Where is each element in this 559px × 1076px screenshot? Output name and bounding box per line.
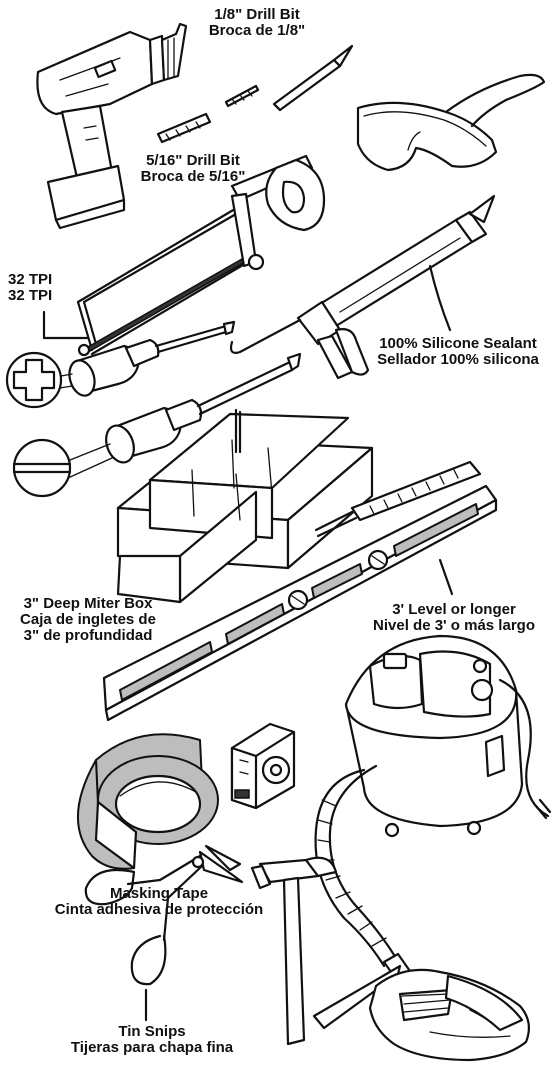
level-label-es: Nivel de 3' o más largo bbox=[373, 617, 535, 634]
miter-box-label-es-2: 3" de profundidad bbox=[23, 627, 153, 644]
miter-box-label-es-1: Caja de ingletes de bbox=[20, 611, 156, 628]
hacksaw-icon bbox=[76, 154, 326, 357]
level-icon bbox=[102, 484, 498, 722]
masking-tape-label-en: Masking Tape bbox=[109, 885, 209, 902]
masking-tape-label-es: Cinta adhesiva de protección bbox=[54, 901, 264, 918]
hacksaw-label: 32 TPI 32 TPI bbox=[8, 272, 78, 304]
pencil-icon bbox=[272, 44, 354, 112]
tape-measure-icon bbox=[230, 722, 296, 810]
drill-bit-small-icon bbox=[224, 84, 260, 108]
drill-bit-large-label-en: 5/16" Drill Bit bbox=[146, 152, 240, 169]
miter-box-label: 3" Deep Miter Box Caja de ingletes de 3"… bbox=[2, 596, 174, 644]
tin-snips-icon bbox=[84, 844, 244, 986]
phillips-screwdriver-icon bbox=[68, 320, 236, 397]
sealant-leader-line bbox=[428, 264, 452, 332]
tin-snips-label: Tin Snips Tijeras para chapa fina bbox=[62, 1024, 242, 1056]
sealant-label-es: Sellador 100% silicona bbox=[377, 351, 539, 368]
file-icon bbox=[314, 460, 482, 538]
safety-glasses-icon bbox=[356, 73, 546, 172]
masking-tape-label: Masking Tape Cinta adhesiva de protecció… bbox=[54, 886, 264, 918]
caulking-gun-icon bbox=[229, 194, 496, 380]
drill-bit-large-icon bbox=[156, 112, 212, 144]
drill-bit-large-label-es: Broca de 5/16" bbox=[140, 168, 246, 185]
drill-bit-small-label: 1/8" Drill Bit Broca de 1/8" bbox=[192, 7, 322, 39]
hacksaw-label-en: 32 TPI bbox=[8, 271, 53, 288]
cordless-drill-icon bbox=[36, 22, 188, 230]
level-label: 3' Level or longer Nivel de 3' o más lar… bbox=[356, 602, 552, 634]
miter-box-label-en: 3" Deep Miter Box bbox=[23, 595, 153, 612]
drill-bit-small-label-en: 1/8" Drill Bit bbox=[214, 6, 300, 23]
masking-tape-icon bbox=[76, 733, 219, 870]
hacksaw-leader-line bbox=[42, 310, 90, 340]
flathead-tip-detail-icon bbox=[12, 438, 113, 498]
level-label-en: 3' Level or longer bbox=[392, 601, 516, 618]
sealant-label: 100% Silicone Sealant Sellador 100% sili… bbox=[360, 336, 556, 368]
hacksaw-label-es: 32 TPI bbox=[8, 287, 53, 304]
tin-snips-label-en: Tin Snips bbox=[118, 1023, 186, 1040]
work-gloves-icon bbox=[368, 968, 531, 1062]
sealant-label-en: 100% Silicone Sealant bbox=[379, 335, 537, 352]
shop-vacuum-icon bbox=[312, 634, 552, 1030]
hammer-icon bbox=[250, 856, 338, 1046]
flathead-screwdriver-icon bbox=[105, 352, 302, 464]
phillips-tip-detail-icon bbox=[5, 351, 73, 409]
level-leader-line bbox=[438, 558, 454, 596]
drill-bit-large-label: 5/16" Drill Bit Broca de 5/16" bbox=[118, 153, 268, 185]
drill-bit-small-label-es: Broca de 1/8" bbox=[208, 22, 306, 39]
miter-box-icon bbox=[116, 408, 374, 604]
tin-snips-label-es: Tijeras para chapa fina bbox=[70, 1039, 234, 1056]
